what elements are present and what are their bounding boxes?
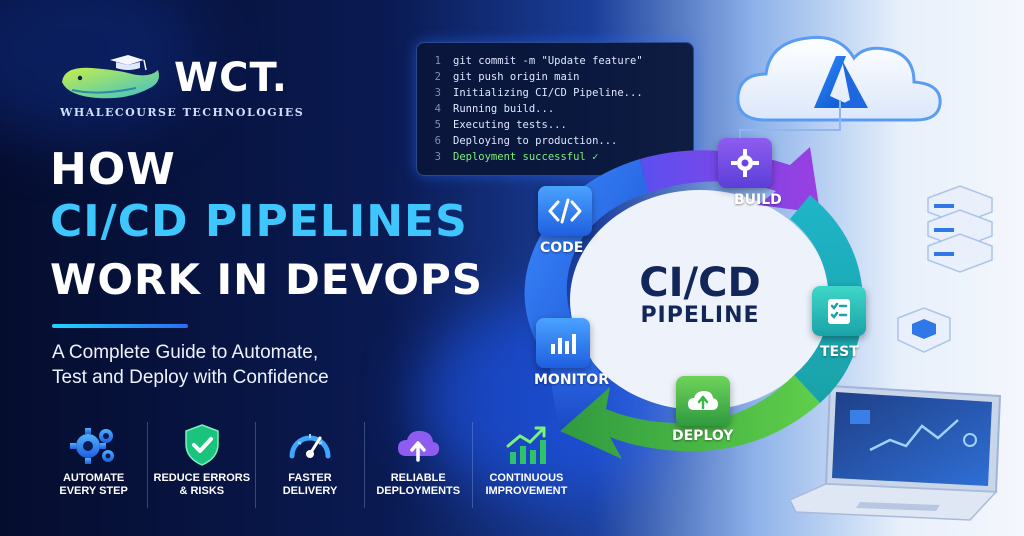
benefit-continuous-improvement: CONTINUOUS IMPROVEMENT: [471, 422, 580, 508]
benefit-automate: AUTOMATE EVERY STEP: [40, 422, 147, 508]
whale-logo-icon: [62, 55, 159, 99]
subtitle-line-1: A Complete Guide to Automate,: [52, 342, 319, 363]
benefit-label-line-1: RELIABLE: [390, 472, 446, 484]
brand-name: WCT.: [174, 55, 288, 101]
terminal-window: 1 git commit -m "Update feature" 2 git pus…: [416, 42, 694, 176]
shield-check-icon: [185, 424, 219, 466]
code-stage-card: [538, 186, 592, 236]
pipeline-title: CI/CD: [639, 260, 761, 306]
brand-logo: WCT.: [58, 52, 288, 104]
monitor-stage-card: [536, 318, 590, 368]
bar-chart-icon: [551, 334, 576, 354]
benefit-label-line-1: FASTER: [288, 472, 332, 484]
accent-divider: [52, 324, 188, 328]
benefit-label-line-2: DEPLOYMENTS: [376, 485, 461, 497]
laptop-dashboard-icon: [790, 384, 1002, 521]
terminal-text: Executing tests...: [453, 119, 567, 131]
code-brackets-icon: [548, 198, 582, 224]
headline-line-2: CI/CD PIPELINES: [50, 196, 468, 247]
terminal-line-success: 3 Deployment successful ✓: [417, 151, 599, 163]
deploy-segment: [560, 375, 820, 459]
headline-line-1: HOW: [50, 144, 176, 195]
code-stage-label: CODE: [540, 240, 584, 256]
benefit-reliable-deployments: RELIABLE DEPLOYMENTS: [363, 422, 472, 508]
monitor-stage-label: MONITOR: [534, 372, 609, 388]
build-stage-card: [718, 138, 772, 188]
gears-icon: [69, 428, 114, 464]
subtitle-line-2: Test and Deploy with Confidence: [52, 367, 329, 388]
line-number: 3: [434, 87, 441, 99]
line-number: 6: [434, 135, 441, 147]
benefit-reduce-errors: REDUCE ERRORS & RISKS: [147, 422, 255, 508]
benefits-row: AUTOMATE EVERY STEP REDUCE ERRORS & RISK…: [40, 422, 580, 508]
test-stage-card: [812, 286, 866, 336]
benefit-label-line-1: CONTINUOUS: [489, 472, 564, 484]
headline-line-3: WORK IN DEVOPS: [50, 255, 483, 304]
pipeline-cycle: [524, 147, 863, 459]
benefit-label-line-1: AUTOMATE: [62, 472, 125, 484]
benefit-label-line-2: IMPROVEMENT: [485, 485, 568, 497]
pipeline-subtitle: PIPELINE: [640, 303, 760, 328]
azure-cloud-icon: [736, 35, 942, 122]
terminal-text: Running build...: [453, 103, 555, 115]
benefit-faster-delivery: FASTER DELIVERY: [255, 422, 363, 508]
benefit-label-line-1: REDUCE ERRORS: [153, 472, 251, 484]
line-number: 4: [434, 103, 441, 115]
monitor-segment: [550, 349, 610, 431]
gear-icon: [731, 149, 759, 177]
cloud-upload-icon: [688, 391, 718, 410]
line-number: 5: [434, 119, 441, 131]
terminal-text: Initializing CI/CD Pipeline...: [453, 87, 643, 99]
test-stage-label: TEST: [820, 344, 859, 360]
terminal-text: git push origin main: [453, 71, 580, 83]
brand-tagline: WHALECOURSE TECHNOLOGIES: [60, 106, 305, 119]
build-stage-label: BUILD: [734, 192, 782, 208]
server-box-icon: [897, 307, 951, 353]
growth-chart-icon: [506, 426, 547, 464]
checklist-icon: [828, 299, 850, 324]
terminal-line: 4 Running build...: [417, 103, 554, 115]
benefit-label-line-2: & RISKS: [179, 485, 225, 497]
server-rack-icon: [927, 185, 993, 273]
subtitle: A Complete Guide to Automate, Test and D…: [52, 340, 329, 390]
terminal-text: Deployment successful ✓: [453, 151, 599, 163]
terminal-text: git commit -m "Update feature": [453, 55, 643, 67]
code-segment: [524, 159, 648, 365]
test-segment: [790, 195, 863, 403]
terminal-text: Deploying to production...: [453, 135, 618, 147]
deploy-stage-card: [676, 376, 730, 426]
benefit-label-line-2: DELIVERY: [282, 485, 338, 497]
terminal-line: 5 Executing tests...: [417, 119, 567, 131]
terminal-line: 2 git push origin main: [417, 71, 580, 83]
cloud-upload-icon: [398, 430, 440, 462]
speedometer-icon: [289, 434, 331, 459]
deploy-stage-label: DEPLOY: [672, 428, 734, 444]
benefit-label-line-2: EVERY STEP: [59, 485, 128, 497]
line-number: 2: [434, 71, 441, 83]
terminal-line: 1 git commit -m "Update feature": [417, 55, 643, 67]
terminal-line: 6 Deploying to production...: [417, 135, 618, 147]
terminal-line: 3 Initializing CI/CD Pipeline...: [417, 87, 643, 99]
line-number: 1: [434, 55, 441, 67]
line-number: 3: [434, 151, 441, 163]
